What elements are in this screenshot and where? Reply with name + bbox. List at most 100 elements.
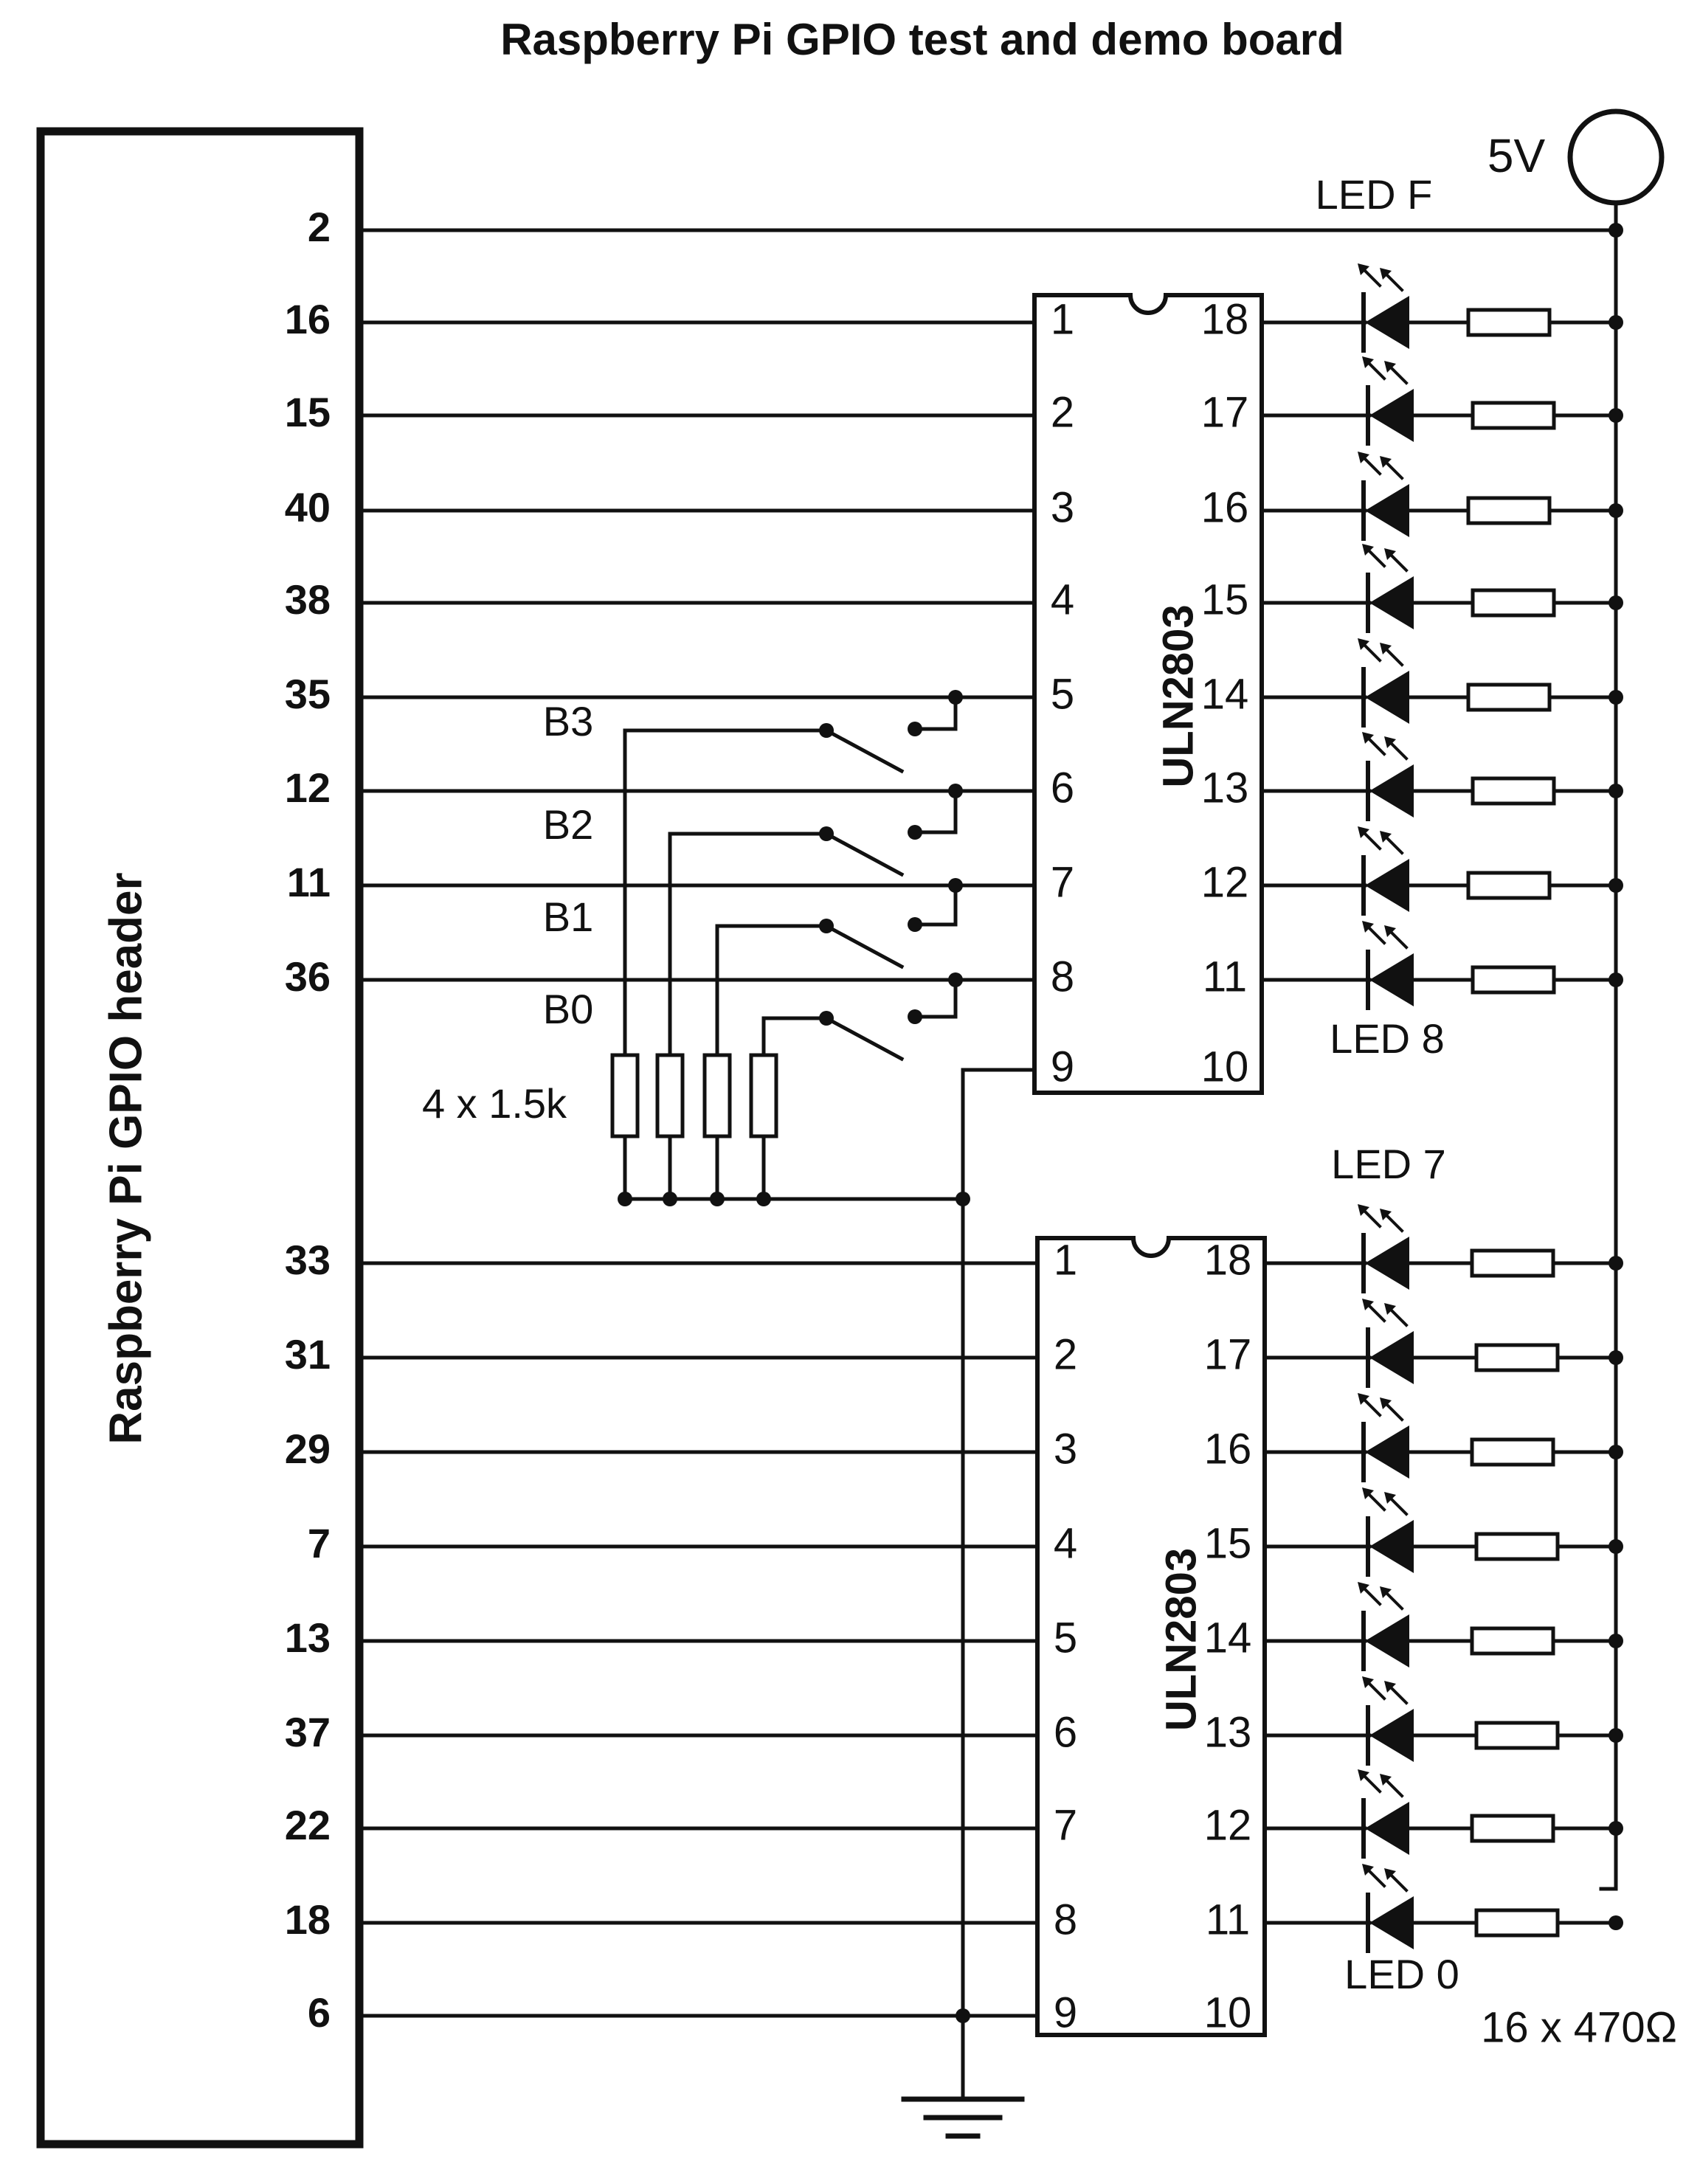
ic-pin-number: 6 <box>1051 764 1074 812</box>
led-arrow-head <box>1384 1868 1396 1880</box>
button-wire <box>913 978 958 1019</box>
junction-dot <box>1609 1728 1623 1743</box>
ic-pin-number: 11 <box>1206 1896 1250 1943</box>
resistor-icon <box>1471 776 1556 806</box>
resistor-icon <box>1466 682 1552 712</box>
resistor-icon <box>1470 1248 1555 1278</box>
led-icon <box>1369 576 1414 629</box>
junction-dot <box>1609 1634 1623 1648</box>
led-arrow-head <box>1362 1299 1374 1310</box>
led-arrow-head <box>1362 732 1374 744</box>
ic-pin-number: 17 <box>1201 388 1249 436</box>
pullup-value-label: 4 x 1.5k <box>422 1080 567 1127</box>
ic-pin-number: 16 <box>1204 1425 1252 1473</box>
led-arrow-head <box>1380 1774 1392 1786</box>
led-icon <box>1365 1426 1409 1479</box>
header-pin-number: 29 <box>285 1426 331 1472</box>
ic-pin-number: 2 <box>1051 388 1074 436</box>
led-arrow-head <box>1380 1586 1392 1598</box>
resistor-icon <box>1471 401 1556 430</box>
led-icon <box>1365 296 1409 349</box>
resistor-icon <box>1470 1437 1555 1467</box>
ic-pin-number: 9 <box>1054 1988 1077 2036</box>
ic-pin-number: 8 <box>1051 953 1074 1001</box>
led-arrow-head <box>1380 268 1392 280</box>
led-arrow-head <box>1384 548 1396 560</box>
led-arrow-head <box>1358 263 1369 275</box>
button-label: B2 <box>543 801 594 848</box>
resistor-icon <box>1474 1532 1560 1561</box>
junction-dot <box>1609 1445 1623 1459</box>
ic-pin-number: 3 <box>1051 483 1074 531</box>
led-arrow-head <box>1362 1487 1374 1499</box>
led-label: LED 0 <box>1344 1951 1459 1997</box>
led-arrow-head <box>1358 452 1369 463</box>
button-wire <box>913 695 958 731</box>
led-arrow-head <box>1358 1204 1369 1216</box>
led-icon <box>1369 1896 1414 1949</box>
header-pin-number: 7 <box>308 1520 331 1566</box>
led-arrow-head <box>1358 1769 1369 1781</box>
switch-blade <box>823 831 905 877</box>
junction-dot <box>1609 503 1623 518</box>
ic-pin-number: 6 <box>1054 1708 1077 1756</box>
led-arrow-head <box>1384 361 1396 373</box>
header-pin-number: 33 <box>285 1237 331 1283</box>
resistor-icon <box>1474 1721 1560 1750</box>
ic-pin-number: 12 <box>1204 1801 1252 1849</box>
header-pin-number: 11 <box>287 859 331 905</box>
junction-dot <box>1609 1915 1623 1930</box>
resistor-icon <box>1471 965 1556 995</box>
ic-pin-number: 5 <box>1051 670 1074 718</box>
led-arrow-head <box>1362 1864 1374 1876</box>
junction-dot <box>1609 595 1623 610</box>
junction-dot <box>1609 878 1623 893</box>
switch-contact-dot <box>908 1009 922 1024</box>
ic-pin-number: 12 <box>1201 858 1249 906</box>
ic-pin-number: 10 <box>1204 1988 1252 2036</box>
led-arrow-head <box>1362 1676 1374 1688</box>
junction-dot <box>948 878 963 893</box>
led-icon <box>1365 484 1409 537</box>
ic-pin-number: 11 <box>1203 953 1247 1001</box>
button-wire <box>761 1016 829 1057</box>
switch-contact-dot <box>908 917 922 932</box>
ground-wire <box>961 1068 1037 2101</box>
uln2803-lower-ic <box>1035 1236 1267 2037</box>
led-arrow-head <box>1362 544 1374 556</box>
junction-dot <box>1609 1256 1623 1271</box>
junction-dot <box>756 1192 771 1206</box>
header-pin-number: 40 <box>285 484 331 531</box>
ic-name-label: ULN2803 <box>1157 1548 1205 1731</box>
uln2803-upper-ic <box>1032 293 1264 1095</box>
ic-pin-number: 15 <box>1204 1519 1252 1567</box>
ic-pin-number: 14 <box>1201 670 1249 718</box>
switch-pivot-dot <box>819 826 834 841</box>
led-icon <box>1369 1520 1414 1573</box>
ic-pin-number: 13 <box>1204 1708 1252 1756</box>
ic-name-label: ULN2803 <box>1154 604 1202 787</box>
ic-pin-number: 4 <box>1054 1519 1077 1567</box>
led-arrow-head <box>1358 826 1369 838</box>
button-label: B0 <box>543 986 594 1032</box>
header-pin-number: 38 <box>285 576 331 623</box>
pullup-resistor-icon <box>610 1053 640 1138</box>
ic-pin-number: 9 <box>1051 1043 1074 1091</box>
ic-pin-number: 17 <box>1204 1330 1252 1378</box>
switch-blade <box>823 728 905 774</box>
junction-dot <box>1609 315 1623 330</box>
junction-dot <box>1609 690 1623 705</box>
supply-label: 5V <box>1488 129 1546 182</box>
ic-pin-number: 3 <box>1054 1425 1077 1473</box>
ic-pin-number: 1 <box>1054 1236 1077 1284</box>
switch-blade <box>823 923 905 970</box>
led-icon <box>1365 671 1409 724</box>
junction-dot <box>1609 1539 1623 1554</box>
header-pin-number: 16 <box>285 296 331 342</box>
junction-dot <box>948 690 963 705</box>
led-arrow-head <box>1380 831 1392 843</box>
header-label: Raspberry Pi GPIO header <box>100 872 151 1444</box>
header-pin-number: 31 <box>285 1331 331 1378</box>
header-pin-number: 6 <box>308 1989 331 2036</box>
